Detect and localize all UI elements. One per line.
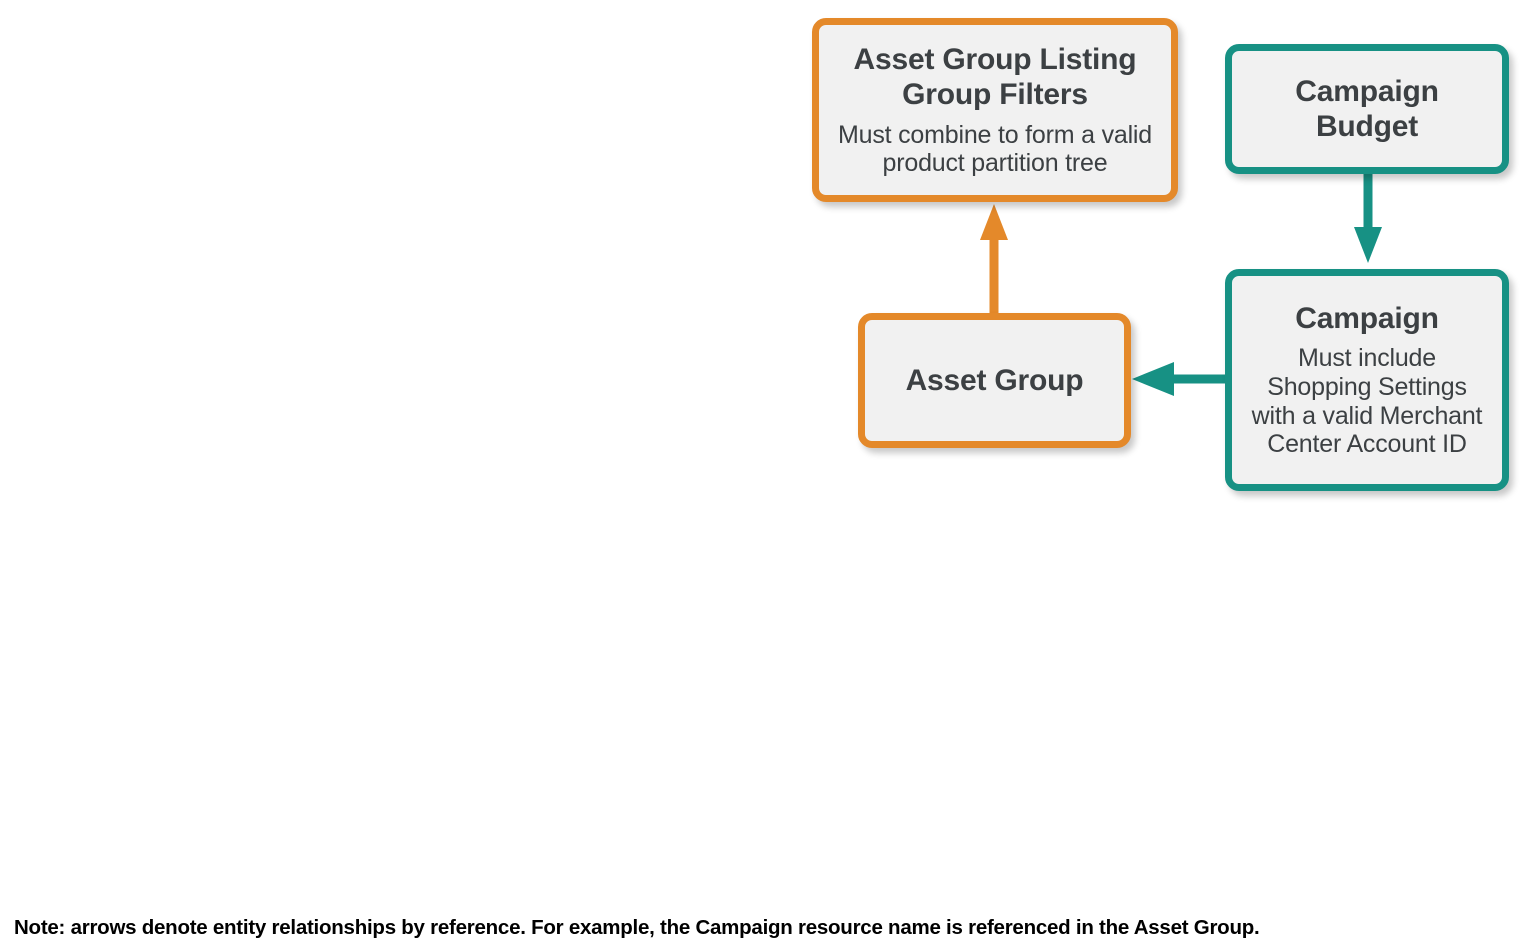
edge-asset-group-to-listing-group-filters [980,204,1008,315]
node-subtitle: Must combine to form a valid product par… [838,120,1152,178]
diagram-footnote: Note: arrows denote entity relationships… [14,916,1260,939]
node-title: Asset Group [905,363,1084,397]
node-campaign[interactable]: Campaign Must include Shopping Settings … [1225,269,1509,491]
node-asset-group-listing-group-filters[interactable]: Asset Group Listing Group Filters Must c… [812,18,1178,202]
node-title: Asset Group Listing Group Filters [853,42,1137,112]
edge-campaign-to-asset-group [1132,362,1228,396]
node-title: Campaign [1295,301,1439,335]
edge-campaign-budget-to-campaign [1354,172,1382,263]
node-campaign-budget[interactable]: Campaign Budget [1225,44,1509,174]
arrowhead-down-teal [1354,227,1382,263]
arrowhead-up-orange [980,204,1008,240]
node-title: Campaign Budget [1295,74,1439,143]
node-asset-group[interactable]: Asset Group [858,313,1131,448]
node-subtitle: Must include Shopping Settings with a va… [1251,344,1483,459]
arrowhead-left-teal [1132,362,1174,396]
